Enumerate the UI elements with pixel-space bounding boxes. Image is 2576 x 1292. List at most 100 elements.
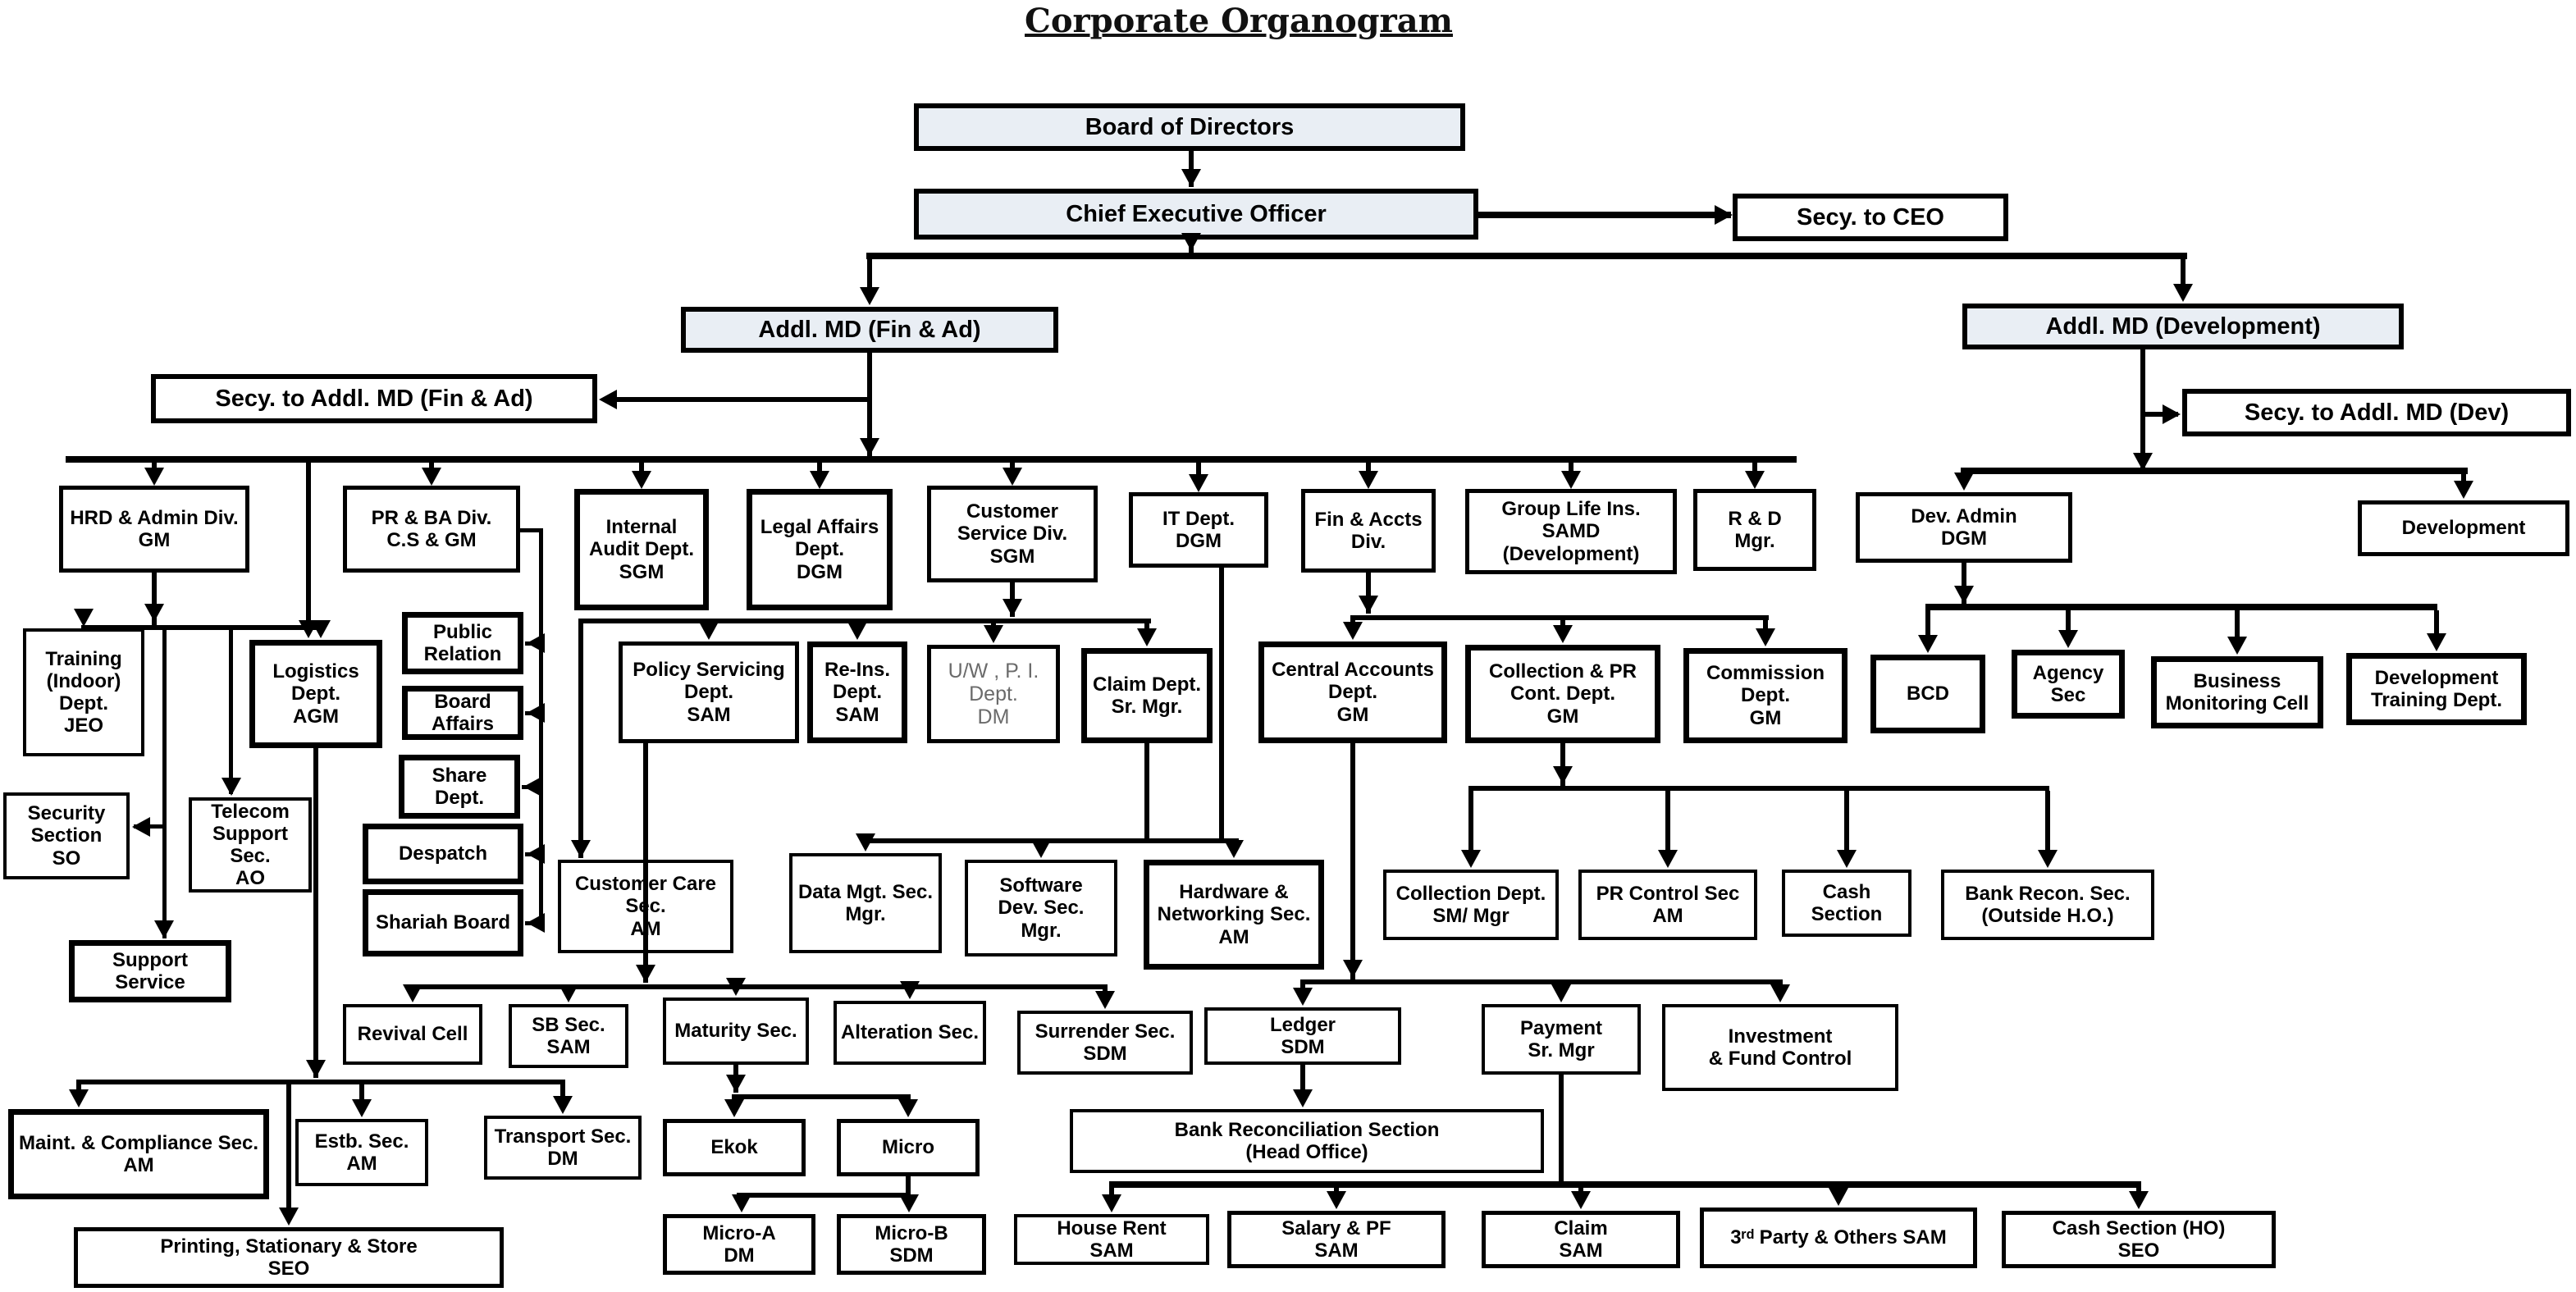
arrowhead-down <box>726 978 746 996</box>
connector-segment <box>866 253 2187 259</box>
arrowhead-down <box>1181 169 1201 187</box>
connector-segment <box>1752 463 1757 477</box>
node-amd-fin: Addl. MD (Fin & Ad) <box>681 307 1058 353</box>
arrowhead-down <box>984 625 1003 643</box>
arrowhead-down <box>1829 1188 1848 1206</box>
connector-segment <box>1109 1181 2141 1188</box>
node-bankrecon-o: Bank Recon. Sec. (Outside H.O.) <box>1941 870 2154 940</box>
connector-segment <box>1478 212 1731 218</box>
node-hrd: HRD & Admin Div. GM <box>59 486 249 573</box>
arrowhead-down <box>352 1099 372 1117</box>
node-prba: PR & BA Div. C.S & GM <box>343 486 520 573</box>
connector-segment <box>1144 743 1149 840</box>
arrowhead-down <box>2173 284 2193 302</box>
node-gli: Group Life Ins. SAMD (Development) <box>1465 489 1677 574</box>
node-development: Development <box>2358 500 2569 556</box>
connector-segment <box>578 619 1151 623</box>
node-software: Software Dev. Sec. Mgr. <box>965 860 1117 956</box>
connector-segment <box>81 625 324 630</box>
connector-segment <box>1665 791 1670 856</box>
arrowhead-down <box>422 468 441 486</box>
arrowhead-down <box>856 833 875 851</box>
arrowhead-down <box>144 604 164 622</box>
connector-segment <box>1350 615 1769 620</box>
connector-segment <box>1196 463 1201 481</box>
arrowhead-down <box>810 471 829 489</box>
node-shariah: Shariah Board <box>363 889 523 956</box>
arrowhead-left <box>527 913 545 933</box>
arrowhead-down <box>1293 988 1313 1006</box>
arrowhead-down <box>1343 960 1363 978</box>
node-pubrel: Public Relation <box>402 612 523 674</box>
arrowhead-down <box>1102 1194 1121 1212</box>
arrowhead-left <box>599 390 617 409</box>
node-maturity: Maturity Sec. <box>663 998 809 1065</box>
node-audit: Internal Audit Dept. SGM <box>574 489 709 610</box>
node-central: Central Accounts Dept. GM <box>1258 641 1447 743</box>
arrowhead-left <box>132 817 150 837</box>
node-training: Training (Indoor) Dept. JEO <box>23 628 144 756</box>
arrowhead-down <box>1551 984 1571 1002</box>
connector-segment <box>1300 979 1783 984</box>
connector-segment <box>1569 463 1573 477</box>
arrowhead-down <box>1954 473 1974 491</box>
arrowhead-down <box>1561 471 1581 489</box>
arrowhead-down <box>144 468 164 486</box>
node-datamgt: Data Mgt. Sec. Mgr. <box>789 853 942 953</box>
node-reins: Re-Ins. Dept. SAM <box>807 641 907 743</box>
connector-segment <box>229 630 233 794</box>
node-invest: Investment & Fund Control <box>1662 1004 1898 1091</box>
node-secy-fin: Secy. to Addl. MD (Fin & Ad) <box>151 374 597 423</box>
page-title: Corporate Organogram <box>1025 2 1453 40</box>
arrowhead-down <box>1003 599 1022 617</box>
arrowhead-down <box>154 920 174 938</box>
arrowhead-down <box>1031 840 1051 858</box>
connector-segment <box>2066 610 2071 635</box>
arrowhead-left <box>527 844 545 864</box>
connector-segment <box>639 463 644 477</box>
node-payment: Payment Sr. Mgr <box>1482 1004 1641 1075</box>
node-prcontrol: PR Control Sec AM <box>1578 870 1757 940</box>
arrowhead-down <box>732 1194 751 1212</box>
node-hardware: Hardware & Networking Sec. AM <box>1144 860 1324 970</box>
node-revival: Revival Cell <box>343 1004 482 1065</box>
arrowhead-left <box>523 777 541 797</box>
connector-segment <box>732 1094 911 1099</box>
arrowhead-down <box>2427 633 2446 651</box>
node-secy-dev: Secy. to Addl. MD (Dev) <box>2182 389 2571 436</box>
arrowhead-down <box>1359 471 1378 489</box>
arrowhead-down <box>222 778 241 796</box>
arrowhead-down <box>899 1194 919 1212</box>
node-boardaff: Board Affairs <box>402 686 523 740</box>
arrowhead-down <box>2454 481 2473 499</box>
node-collpr: Collection & PR Cont. Dept. GM <box>1465 645 1660 743</box>
arrowhead-down <box>1343 622 1363 640</box>
connector-segment <box>1763 620 1768 635</box>
connector-segment <box>539 528 543 925</box>
node-cashsec: Cash Section <box>1782 870 1911 937</box>
arrowhead-down <box>571 840 591 858</box>
arrowhead-down <box>1756 628 1775 646</box>
arrowhead-down <box>1571 1191 1591 1209</box>
connector-segment <box>1925 610 1930 640</box>
node-bmc: Business Monitoring Cell <box>2151 656 2323 728</box>
connector-segment <box>1559 1075 1564 1181</box>
node-claim-sam: Claim SAM <box>1482 1211 1680 1268</box>
node-it: IT Dept. DGM <box>1129 492 1268 568</box>
arrowhead-down <box>2058 630 2078 648</box>
node-comm: Commission Dept. GM <box>1683 648 1848 743</box>
node-support: Support Service <box>69 940 231 1002</box>
connector-segment <box>863 838 1239 843</box>
node-transport: Transport Sec. DM <box>484 1116 642 1180</box>
connector-segment <box>867 353 872 458</box>
connector-segment <box>66 456 1797 463</box>
arrowhead-down <box>1954 586 1974 604</box>
node-policy: Policy Servicing Dept. SAM <box>619 641 799 743</box>
arrowhead-down <box>279 1208 299 1226</box>
node-finacct: Fin & Accts Div. <box>1301 489 1436 573</box>
arrowhead-down <box>860 438 879 456</box>
node-bankrecon-h: Bank Reconciliation Section (Head Office… <box>1070 1109 1544 1173</box>
node-ceo: Chief Executive Officer <box>914 189 1478 240</box>
node-legal: Legal Affairs Dept. DGM <box>747 489 893 610</box>
